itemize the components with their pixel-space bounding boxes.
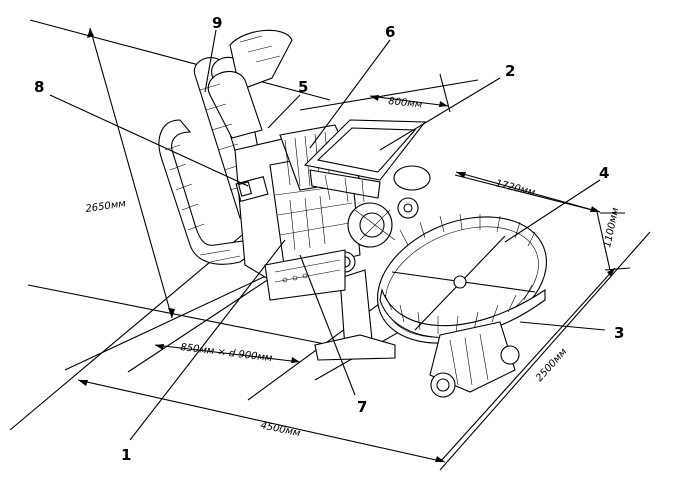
dim-hopper-label: 800мм: [388, 96, 424, 111]
callout-6: 6: [385, 23, 395, 41]
hopper: [303, 119, 427, 203]
callout-3: 3: [614, 324, 624, 342]
pedestal: [264, 249, 396, 361]
disc-pan: [377, 213, 547, 398]
callout-7: 7: [357, 398, 367, 416]
callout-8: 8: [34, 78, 44, 96]
dim-disc-diameter-label: 1720мм: [494, 178, 536, 199]
callout-2: 2: [505, 62, 515, 80]
leader-lines: [49, 29, 606, 441]
dim-aperture-label: 850мм × d 900мм: [180, 342, 274, 364]
callout-4: 4: [599, 164, 609, 182]
callout-9: 9: [212, 14, 222, 32]
callout-5: 5: [298, 78, 308, 96]
dimension-lines: [77, 27, 631, 463]
callout-1: 1: [121, 446, 131, 464]
main-housing: [234, 124, 361, 281]
dim-height-label: 2650мм: [85, 198, 127, 215]
dim-length-label: 4500мм: [259, 420, 301, 439]
